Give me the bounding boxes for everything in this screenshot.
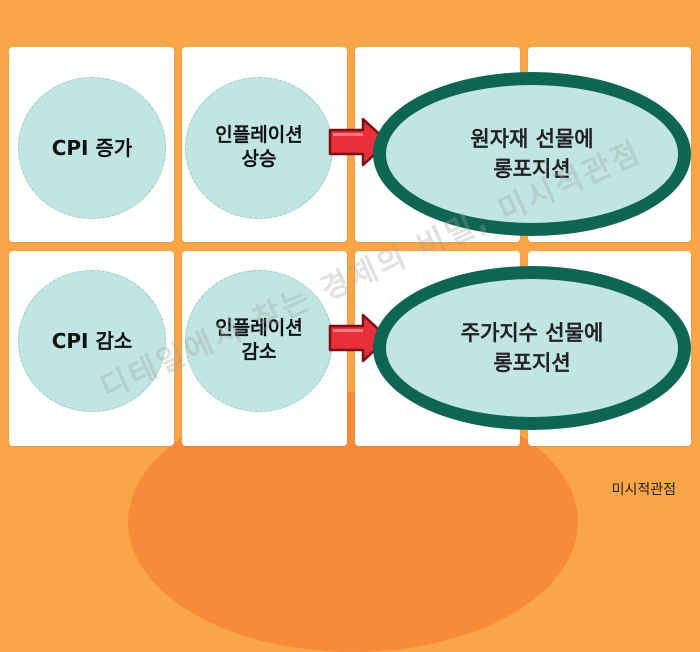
effect-label-line1: 인플레이션: [215, 317, 303, 340]
effect-label-line2: 상승: [241, 148, 277, 170]
effect-label-line1: 인플레이션: [215, 124, 303, 147]
indicator-circle-row2: CPI 감소: [18, 270, 166, 412]
indicator-label: CPI 증가: [51, 135, 133, 160]
footer-label: 미시적관점: [611, 482, 676, 498]
effect-circle-row1: 인플레이션 상승: [185, 77, 333, 219]
strategy-label: 원자재 선물에 롱포지션: [470, 126, 594, 181]
effect-label-line2: 감소: [241, 341, 277, 363]
strategy-ellipse-row2: 주가지수 선물에 롱포지션: [373, 266, 691, 430]
indicator-label: CPI 감소: [51, 328, 133, 353]
strategy-label: 주가지수 선물에 롱포지션: [460, 320, 604, 375]
strategy-ellipse-row1: 원자재 선물에 롱포지션: [373, 72, 691, 236]
effect-circle-row2: 인플레이션 감소: [185, 270, 333, 412]
indicator-circle-row1: CPI 증가: [18, 77, 166, 219]
